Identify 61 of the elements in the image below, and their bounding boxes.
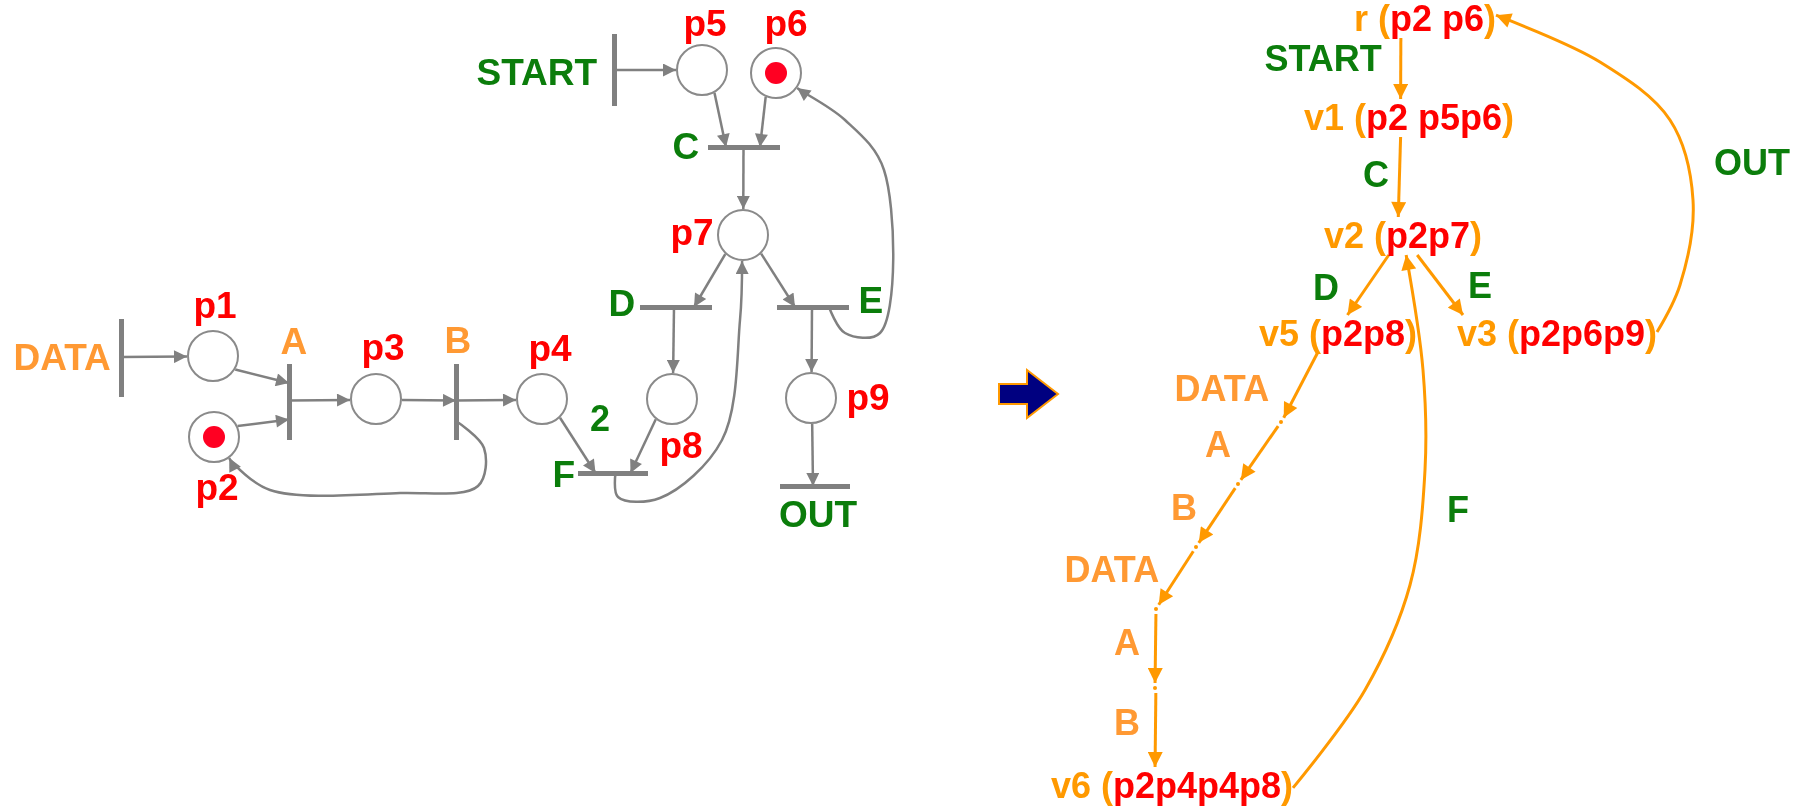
arrow <box>796 87 895 340</box>
arrow <box>237 414 290 428</box>
junction-point <box>1194 545 1198 549</box>
place-label: p2 <box>195 468 239 508</box>
arrow <box>456 393 517 407</box>
transition-label: OUT <box>779 495 858 535</box>
arrow <box>736 147 750 209</box>
transition-label: DATA <box>13 338 111 378</box>
transition-label: A <box>280 322 308 362</box>
arrow <box>613 260 749 504</box>
place-label: p9 <box>846 378 890 418</box>
arrow <box>1197 487 1237 544</box>
transition-label: START <box>476 53 598 93</box>
arrow <box>806 423 820 486</box>
arrow <box>1393 38 1409 99</box>
transition-label: B <box>444 321 472 361</box>
arrow <box>558 417 597 474</box>
arrow <box>713 92 730 148</box>
arrow <box>1147 613 1163 684</box>
arrow <box>1291 254 1428 789</box>
arrow <box>1391 136 1407 218</box>
arrow <box>692 253 727 308</box>
transition-label: C <box>672 127 700 167</box>
state-label: r (p2 p6) <box>1354 0 1497 38</box>
place-label: p3 <box>361 328 405 368</box>
arrow <box>666 307 680 374</box>
place-label: p5 <box>683 4 727 44</box>
place-label: p7 <box>670 213 714 253</box>
state-label: v5 (p2p8) <box>1259 315 1418 353</box>
junction-point <box>1236 482 1240 486</box>
arrow <box>760 252 797 308</box>
place-label: p1 <box>193 286 237 326</box>
arrow <box>755 96 768 148</box>
arrow <box>629 418 657 474</box>
arrow <box>1346 254 1390 316</box>
arrow <box>401 393 456 407</box>
arrow <box>1495 13 1695 333</box>
arrow <box>1416 254 1465 316</box>
junction-point <box>1279 420 1283 424</box>
arrow <box>234 368 290 387</box>
arrow <box>805 307 819 372</box>
arrow <box>121 350 187 364</box>
place-label: p6 <box>764 4 808 44</box>
transition-label: D <box>608 284 636 324</box>
arrow <box>1147 692 1163 767</box>
transition-label: F <box>552 455 576 495</box>
arrow <box>289 393 351 407</box>
arrow <box>228 419 488 498</box>
arrow <box>1282 352 1319 419</box>
state-label: v3 (p2p6p9) <box>1457 315 1658 353</box>
junction-point <box>1153 686 1157 690</box>
transition-label: E <box>858 281 884 321</box>
place-label: p8 <box>659 426 703 466</box>
place-label: p4 <box>528 329 572 369</box>
arrow <box>1239 425 1280 481</box>
state-label: v6 (p2p4p4p8) <box>1051 767 1294 805</box>
arrow <box>1157 550 1195 606</box>
junction-point <box>1154 607 1158 611</box>
arrow <box>614 63 676 77</box>
state-label: v2 (p2p7) <box>1324 217 1483 255</box>
state-label: v1 (p2 p5p6) <box>1304 99 1515 137</box>
